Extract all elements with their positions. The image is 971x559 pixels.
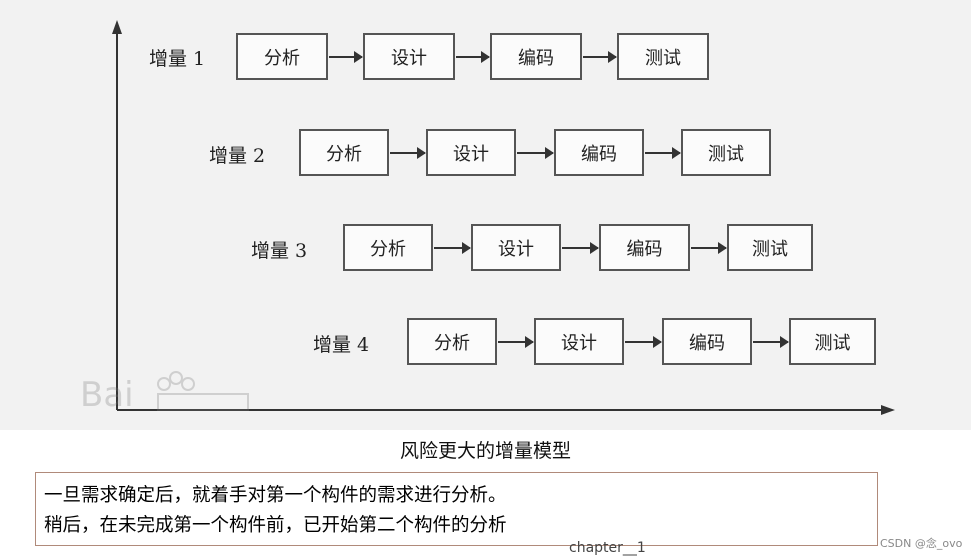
increment-2-arrow-1 (390, 147, 426, 159)
increment-1-analysis-box: 分析 (236, 33, 328, 80)
svg-text:Bai: Bai (80, 375, 134, 415)
chapter-label: chapter__1 (569, 540, 646, 556)
increment-1-design-box: 设计 (363, 33, 455, 80)
diagram-panel: Bai 增量 1 分析 设计 编码 测试 增量 2 分析 设计 编码 测试 增量… (0, 0, 971, 430)
increment-2-arrow-2 (517, 147, 554, 159)
increment-4-analysis-box: 分析 (407, 318, 497, 365)
increment-3-label: 增量 3 (251, 240, 308, 262)
increment-2-label: 增量 2 (209, 145, 266, 167)
increment-1-label: 增量 1 (149, 48, 206, 70)
increment-4-arrow-3 (753, 336, 789, 348)
y-axis-arrowhead (112, 20, 122, 34)
increment-3-arrow-3 (691, 242, 727, 254)
increment-1-arrow-1 (329, 51, 363, 63)
csdn-credit: CSDN @念_ovo (880, 537, 963, 550)
increment-3-arrow-2 (562, 242, 599, 254)
increment-2-design-box: 设计 (426, 129, 516, 176)
increment-1-arrow-2 (456, 51, 490, 63)
increment-3-arrow-1 (434, 242, 471, 254)
axes (112, 20, 895, 415)
increment-2-analysis-box: 分析 (299, 129, 389, 176)
increment-3-coding-box: 编码 (599, 224, 690, 271)
increment-3-testing-box: 测试 (727, 224, 813, 271)
note-line-2: 稍后，在未完成第一个构件前，已开始第二个构件的分析 (44, 515, 507, 536)
increment-3-design-box: 设计 (471, 224, 561, 271)
note-box: 一旦需求确定后，就着手对第一个构件的需求进行分析。 稍后，在未完成第一个构件前，… (35, 472, 878, 546)
increment-4-coding-box: 编码 (662, 318, 752, 365)
increment-2-arrow-3 (645, 147, 681, 159)
increment-3-analysis-box: 分析 (343, 224, 433, 271)
figure-caption: 风险更大的增量模型 (399, 440, 571, 462)
increment-4-arrow-1 (498, 336, 534, 348)
increment-2-testing-box: 测试 (681, 129, 771, 176)
increment-1-coding-box: 编码 (490, 33, 582, 80)
increment-4-design-box: 设计 (534, 318, 624, 365)
increment-4-label: 增量 4 (313, 334, 370, 356)
note-line-1: 一旦需求确定后，就着手对第一个构件的需求进行分析。 (44, 485, 507, 506)
increment-1-testing-box: 测试 (617, 33, 709, 80)
increment-1-arrow-3 (583, 51, 617, 63)
increment-4-arrow-2 (625, 336, 662, 348)
increment-2-coding-box: 编码 (554, 129, 644, 176)
increment-4-testing-box: 测试 (789, 318, 876, 365)
baidu-baike-watermark: Bai (80, 371, 249, 415)
x-axis-arrowhead (881, 405, 895, 415)
